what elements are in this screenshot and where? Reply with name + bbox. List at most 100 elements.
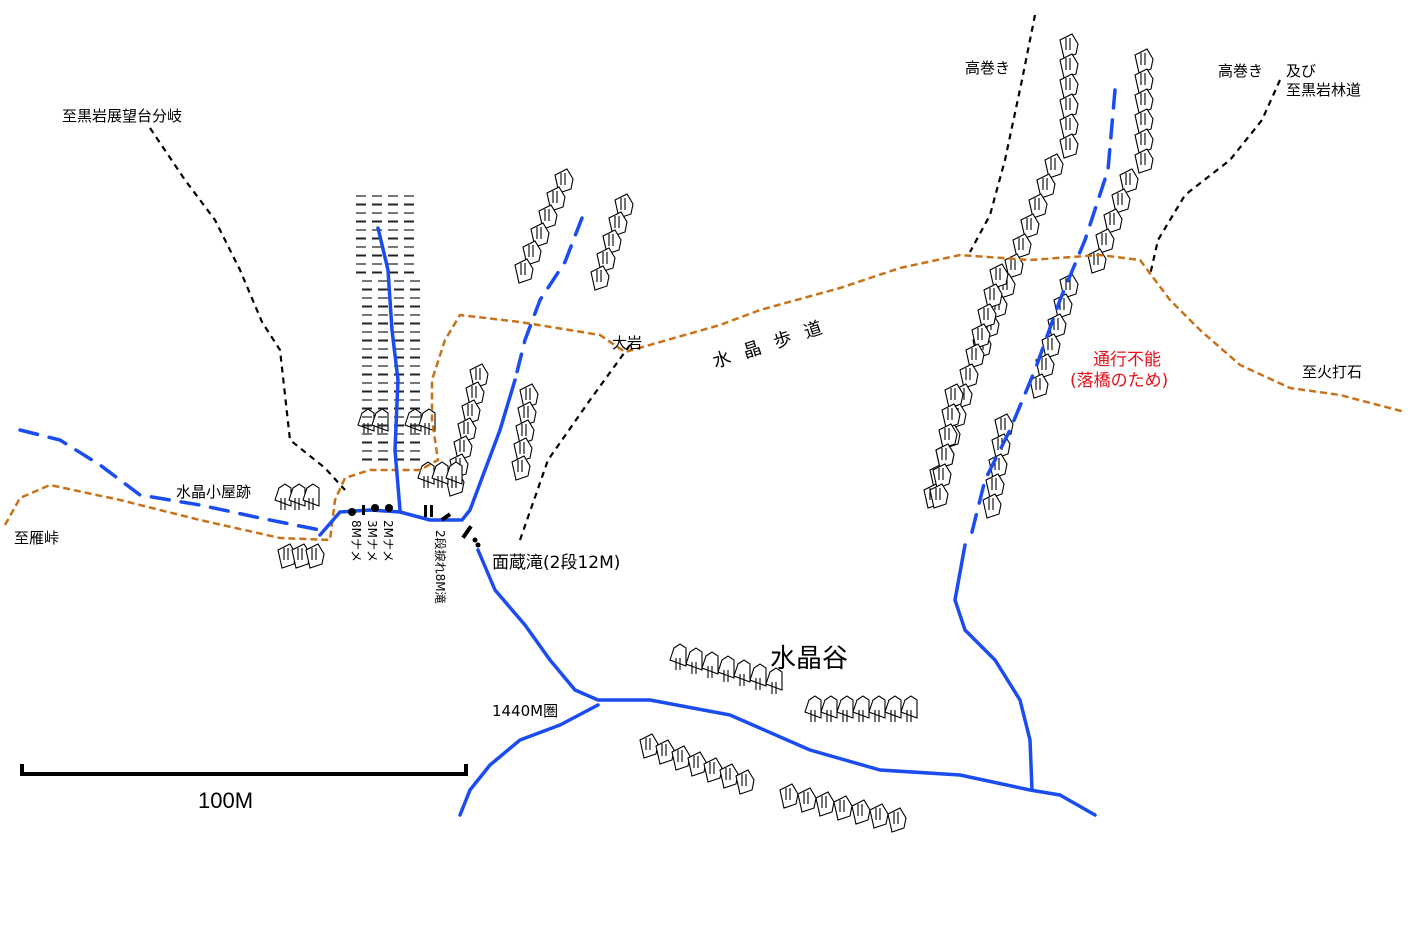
label-falls-2m: 2Mナメ [381, 520, 395, 562]
label-waterfall: 面蔵滝(2段12M) [492, 553, 620, 573]
cliff-hatch-icon [944, 383, 964, 409]
cliff-hatch-icon [900, 695, 918, 722]
cliff-hatch-icon [733, 659, 751, 686]
trail-main [3, 253, 1406, 542]
river-main-lower [476, 548, 1097, 817]
river-southwest-branch [458, 703, 600, 817]
cliff-hatch-icon [1035, 353, 1055, 379]
path-to-kuroiwa-viewpoint [149, 127, 346, 491]
cliff-hatch-icon [1111, 188, 1131, 214]
cliff-hatch-icon [929, 483, 949, 509]
cliff-hatch-icon [749, 663, 767, 690]
river-main-upper [318, 508, 462, 537]
cliff-hatch-icon [815, 791, 835, 817]
cliff-hatch-icon [639, 733, 659, 759]
cliff-hatch-icon [1087, 248, 1107, 274]
streambed-hatch [356, 195, 420, 461]
cliff-hatch-icon [1059, 53, 1079, 79]
river-center-dashed [513, 216, 584, 382]
cliff-hatch-icon [596, 247, 616, 273]
label-falls-2step: 2段捩れ8M滝 [433, 530, 448, 604]
cliff-hatch-icon [959, 363, 979, 389]
cliff-hatch-icon [431, 461, 449, 488]
cliff-hatch-icon [935, 443, 955, 469]
cliff-hatch-icon [1134, 148, 1154, 174]
label-elevation-circle: 1440M圏 [492, 702, 558, 720]
cliff-hatch-icon [417, 461, 435, 488]
cliff-hatch-icon [932, 463, 952, 489]
cliff-hatch-icon [404, 408, 422, 435]
cliff-hatch-icon [717, 655, 735, 682]
path-oiwa [518, 344, 631, 541]
cliff-hatch-icon [685, 647, 703, 674]
cliff-hatch-icon [1134, 48, 1154, 74]
cliff-hatch-icon [804, 695, 822, 722]
cliff-groups [274, 33, 1154, 833]
cliff-hatch-icon [851, 799, 871, 825]
cliff-hatch-icon [735, 769, 755, 795]
cliff-hatch-icon [445, 461, 463, 488]
label-hut-ruins: 水晶小屋跡 [176, 483, 251, 501]
cliff-hatch-icon [797, 787, 817, 813]
path-high-bypass-right [1148, 79, 1282, 276]
scale-bar [20, 764, 468, 776]
label-scale: 100M [198, 788, 253, 813]
label-closed: 通行不能 [1093, 350, 1161, 370]
cliff-hatch-icon [1059, 33, 1079, 59]
river-north-gully [376, 226, 402, 512]
label-falls-3m: 3Mナメ [365, 520, 379, 562]
river-center-lower [460, 378, 517, 522]
label-high-bypass-left: 高巻き [965, 59, 1010, 77]
cliff-hatch-icon [305, 543, 325, 569]
cliff-hatch-icon [1059, 93, 1079, 119]
cliff-hatch-icon [1134, 68, 1154, 94]
label-closed-reason: (落橋のため) [1070, 371, 1168, 391]
cliff-hatch-icon [884, 695, 902, 722]
label-falls-8m: 8Mナメ [349, 520, 363, 562]
cliff-hatch-icon [687, 751, 707, 777]
cliff-hatch-icon [719, 763, 739, 789]
label-valley-name: 水晶谷 [770, 644, 848, 674]
label-high-bypass-right: 高巻き [1218, 62, 1263, 80]
cliff-hatch-icon [288, 483, 306, 510]
label-to-kuroiwa-viewpoint: 至黒岩展望台分岐 [62, 107, 182, 125]
waterfall-bar-icon [440, 512, 481, 548]
cliff-hatch-icon [836, 695, 854, 722]
cliff-hatch-icon [765, 667, 783, 694]
cliff-hatch-icon [701, 651, 719, 678]
cliff-hatch-icon [590, 265, 610, 291]
cliff-hatch-icon [703, 757, 723, 783]
river-west-dashed [18, 428, 322, 532]
river-east-lower [953, 543, 1034, 792]
cliff-hatch-icon [1134, 88, 1154, 114]
cliff-hatch-icon [655, 739, 675, 765]
cliff-hatch-icon [671, 745, 691, 771]
cliff-hatch-icon [302, 483, 320, 510]
cliff-hatch-icon [833, 795, 853, 821]
cliff-hatch-icon [1134, 108, 1154, 134]
cliff-hatch-icon [938, 423, 958, 449]
cliff-hatch-icon [852, 695, 870, 722]
cliff-hatch-icon [985, 473, 1005, 499]
cliff-hatch-icon [779, 783, 799, 809]
label-big-rock: 大岩 [612, 334, 642, 352]
cliff-hatch-icon [1041, 333, 1061, 359]
cliff-hatch-icon [514, 258, 534, 284]
cliff-hatch-icon [1119, 168, 1139, 194]
cliff-hatch-icon [982, 493, 1002, 519]
rapids-dot-icon [348, 504, 433, 517]
cliff-hatch-icon [357, 408, 375, 435]
cliff-hatch-icon [608, 211, 628, 237]
cliff-hatch-icon [1044, 153, 1064, 179]
cliff-hatch-icon [274, 483, 292, 510]
cliff-hatch-icon [1059, 113, 1079, 139]
cliff-hatch-icon [1059, 133, 1079, 159]
label-and: 及び [1286, 62, 1316, 80]
river-east-dashed [968, 88, 1117, 542]
label-to-gan-pass: 至雁峠 [14, 529, 59, 547]
cliff-hatch-icon [868, 695, 886, 722]
cliff-hatch-icon [1059, 73, 1079, 99]
cliff-hatch-icon [820, 695, 838, 722]
cliff-hatch-icon [941, 403, 961, 429]
